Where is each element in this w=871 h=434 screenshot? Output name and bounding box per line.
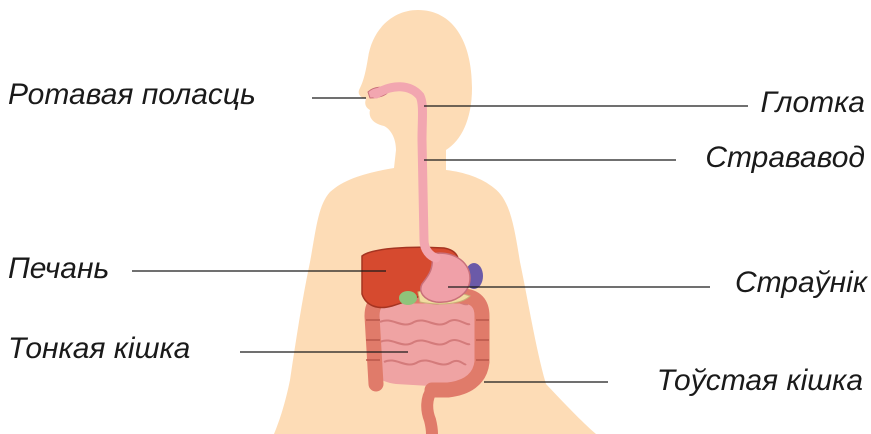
label-large-intestine: Тоўстая кішка — [657, 366, 863, 396]
label-esophagus: Стрававод — [705, 143, 865, 173]
gallbladder — [399, 291, 417, 305]
label-small-intestine: Тонкая кішка — [8, 334, 190, 364]
label-mouth: Ротавая поласць — [8, 80, 256, 110]
label-stomach: Страўнік — [735, 268, 867, 298]
label-liver: Печань — [8, 254, 109, 284]
label-pharynx: Глотка — [761, 88, 865, 118]
